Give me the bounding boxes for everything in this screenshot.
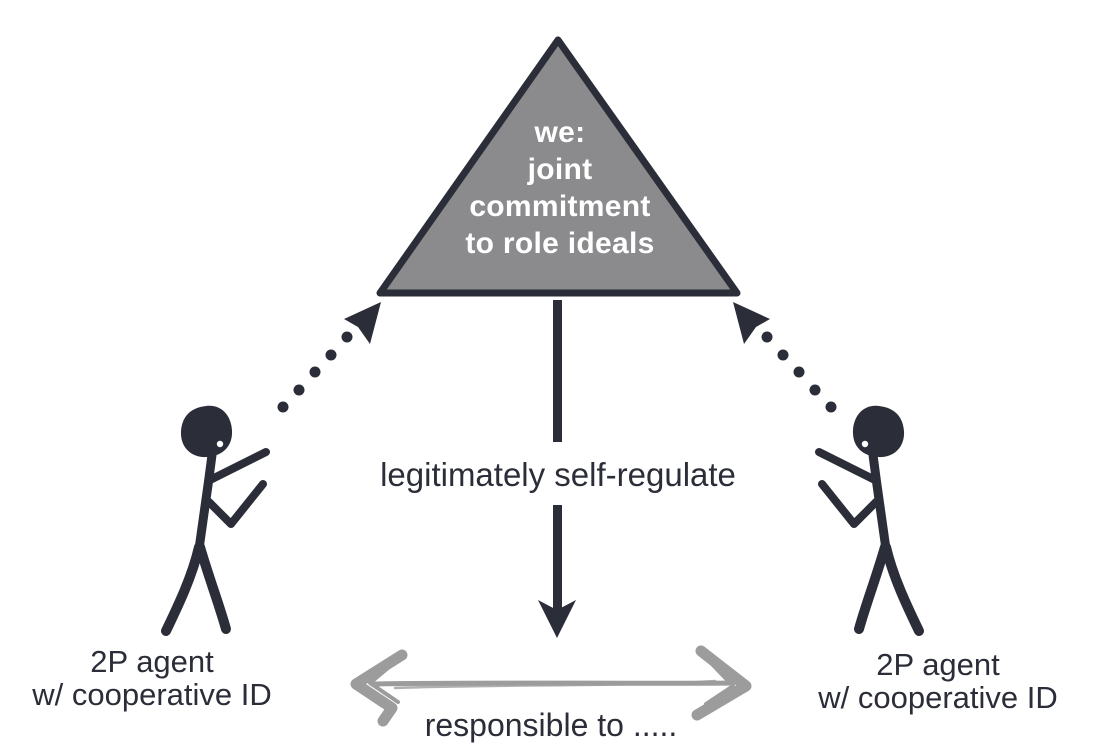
- double-arrow-head-left: [350, 649, 408, 727]
- double-arrow-head-right-sketch: [704, 660, 735, 706]
- self-regulate-label: legitimately self-regulate: [380, 456, 736, 493]
- triangle-label-line: we:: [534, 116, 586, 149]
- down-arrow-shaft-lower: [553, 505, 562, 612]
- triangle-label-line: joint: [527, 153, 593, 186]
- triangle-label-line: to role ideals: [465, 227, 655, 260]
- down-arrow-shaft-upper: [553, 300, 562, 442]
- triangle-label-line: commitment: [469, 190, 651, 223]
- down-arrow-head: [538, 600, 576, 638]
- stick-figure-left: [166, 406, 266, 631]
- triangle-label: we: joint commitment to role ideals: [465, 114, 654, 262]
- right-agent-label-line1: 2P agent: [876, 647, 1000, 682]
- double-arrow-shaft-sketch: [393, 679, 717, 690]
- left-agent-label-line1: 2P agent: [90, 644, 214, 679]
- dotted-arrow-left: [277, 302, 381, 413]
- down-arrow: [538, 300, 576, 638]
- responsible-label: responsible to .....: [424, 707, 678, 743]
- double-arrow-head-left-sketch: [368, 661, 400, 704]
- left-agent-label-line2: w/ cooperative ID: [32, 677, 272, 712]
- right-agent-label-line2: w/ cooperative ID: [818, 680, 1058, 715]
- double-arrow-head-right: [691, 645, 752, 721]
- left-agent-label: 2P agent w/ cooperative ID: [32, 645, 272, 711]
- stick-figure-right: [819, 406, 919, 631]
- dotted-arrow-right: [733, 302, 837, 413]
- right-agent-label: 2P agent w/ cooperative ID: [818, 648, 1058, 714]
- double-arrow: [350, 645, 752, 727]
- triangle-shape: [376, 36, 741, 297]
